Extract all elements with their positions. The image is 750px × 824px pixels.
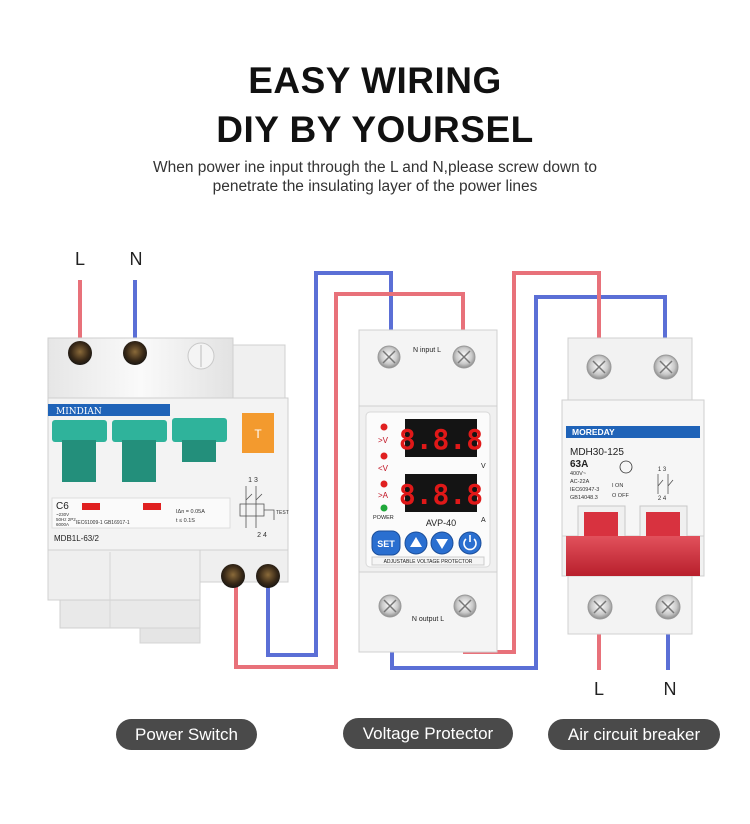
breaker-on-label: I ON xyxy=(612,483,623,489)
switch-toggles[interactable] xyxy=(52,418,227,482)
led-over-current xyxy=(380,480,388,488)
wire-switch-to-protector-n xyxy=(266,271,393,657)
set-button[interactable]: SET xyxy=(371,530,401,556)
switch-rating-sub3: 6000A xyxy=(56,522,69,527)
breaker-rating: 63A xyxy=(570,459,588,470)
led-over-voltage xyxy=(380,423,388,431)
label-air-breaker: Air circuit breaker xyxy=(548,719,720,750)
test-button-letter: T xyxy=(254,427,262,441)
led-under-voltage xyxy=(380,452,388,460)
breaker-spec-2: AC-22A xyxy=(570,479,590,485)
moreday-brand: MOREDAY xyxy=(572,427,615,437)
breaker-spec-3: IEC60947-3 xyxy=(570,487,599,493)
label-bottom-n: N xyxy=(664,679,677,699)
moreday-brand-strip xyxy=(566,426,700,438)
protector-footer: ADJUSTABLE VOLTAGE PROTECTOR xyxy=(384,559,473,565)
protector-input-label: N input L xyxy=(413,347,441,354)
label-top-n: N xyxy=(130,249,143,269)
switch-terminals-top: 1 3 xyxy=(248,477,258,484)
switch-rating: C6 xyxy=(56,501,69,512)
switch-indicator-1 xyxy=(82,503,100,510)
ind-power: POWER xyxy=(373,515,394,521)
led-power xyxy=(380,504,388,512)
voltage-protector-device: N input L >V <V >A POWER 8.8.8 V 8.8.8 A… xyxy=(358,329,498,653)
ind-over-v: >V xyxy=(378,436,389,445)
switch-rating-sub2: 50Hz 2P2 xyxy=(56,517,76,522)
switch-test-label: TEST xyxy=(276,510,289,516)
wire-protector-to-breaker-n xyxy=(390,295,667,670)
label-power-switch: Power Switch xyxy=(116,719,257,750)
subtitle-line-2: penetrate the insulating layer of the po… xyxy=(212,178,538,195)
label-voltage-protector: Voltage Protector xyxy=(343,718,513,749)
display-top-digits: 8.8.8 xyxy=(399,423,483,456)
power-switch-device: MINDIAN T C6 ~230V 50Hz 2P2 6000A IΔn = … xyxy=(47,337,289,644)
down-button[interactable] xyxy=(430,531,454,555)
wire-switch-to-protector-l xyxy=(234,292,465,669)
breaker-spec-4: GB14048.3 xyxy=(570,495,598,501)
wires-back xyxy=(78,271,670,670)
switch-terminal-bottom-l[interactable] xyxy=(221,564,245,588)
breaker-off-label: O OFF xyxy=(612,493,629,499)
ccc-mark-icon xyxy=(619,460,633,474)
ind-under-v: <V xyxy=(378,464,389,473)
display-voltage xyxy=(405,419,477,457)
display-current xyxy=(405,474,477,512)
set-button-label: SET xyxy=(377,539,395,549)
breaker-terminals-top: 1 3 xyxy=(658,467,667,473)
protector-model: AVP-40 xyxy=(426,518,456,528)
switch-rating-sub1: ~230V xyxy=(56,512,69,517)
up-arrow-icon xyxy=(410,537,422,547)
label-bottom-l: L xyxy=(594,679,604,699)
down-arrow-icon xyxy=(436,539,448,549)
protector-output-label: N output L xyxy=(412,616,444,623)
breaker-terminals-bottom: 2 4 xyxy=(658,496,667,502)
page-title-line-2: DIY BY YOURSEL xyxy=(216,109,534,150)
switch-terminal-top-l[interactable] xyxy=(68,341,92,365)
switch-schematic xyxy=(239,486,275,528)
switch-trip-current: IΔn = 0.05A xyxy=(176,509,205,515)
switch-model: MDB1L-63/2 xyxy=(54,534,99,543)
mindian-brand: MINDIAN xyxy=(56,407,102,417)
screw-slots xyxy=(382,350,675,614)
power-icon xyxy=(463,535,477,551)
test-button[interactable] xyxy=(242,413,274,453)
air-breaker-device: MOREDAY MDH30-125 63A 400V~ AC-22A IEC60… xyxy=(561,337,705,635)
mindian-brand-strip xyxy=(48,404,170,416)
breaker-spec-1: 400V~ xyxy=(570,471,586,477)
switch-terminals-bottom: 2 4 xyxy=(257,532,267,539)
label-top-l: L xyxy=(75,249,85,269)
switch-trip-time: t ≤ 0.1S xyxy=(176,518,195,524)
switch-indicator-2 xyxy=(143,503,161,510)
unit-v: V xyxy=(481,463,486,470)
display-bottom-digits: 8.8.8 xyxy=(399,478,483,511)
breaker-schematic xyxy=(657,474,674,494)
power-button[interactable] xyxy=(458,531,482,555)
unit-a: A xyxy=(481,517,486,524)
switch-standard: IEC61009-1 GB16917-1 xyxy=(76,520,130,526)
subtitle-line-1: When power ine input through the L and N… xyxy=(152,159,598,176)
breaker-model: MDH30-125 xyxy=(570,447,624,458)
switch-terminal-bottom-n[interactable] xyxy=(256,564,280,588)
ind-over-a: >A xyxy=(378,491,389,500)
up-button[interactable] xyxy=(404,531,428,555)
switch-terminal-top-n[interactable] xyxy=(123,341,147,365)
breaker-handles[interactable] xyxy=(566,505,700,576)
page-title-line-1: EASY WIRING xyxy=(248,60,502,101)
